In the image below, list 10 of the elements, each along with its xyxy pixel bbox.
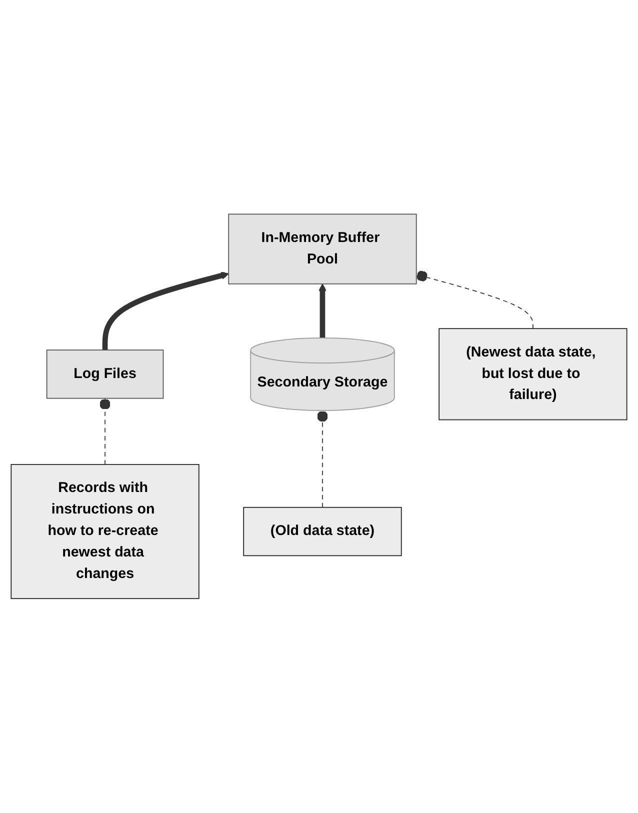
node-box: (Old data state) <box>243 507 402 556</box>
connector <box>100 398 110 466</box>
arrow <box>318 284 326 338</box>
connector <box>416 270 534 330</box>
node-box: Log Files <box>46 350 164 399</box>
arrow <box>102 272 229 350</box>
connector <box>317 410 328 508</box>
node-box: Records with instructions on how to re-create newest data changes <box>10 464 200 600</box>
node-box: In-Memory Buffer Pool <box>228 214 417 284</box>
node-box: (Newest data state, but lost due to failure) <box>438 328 628 420</box>
